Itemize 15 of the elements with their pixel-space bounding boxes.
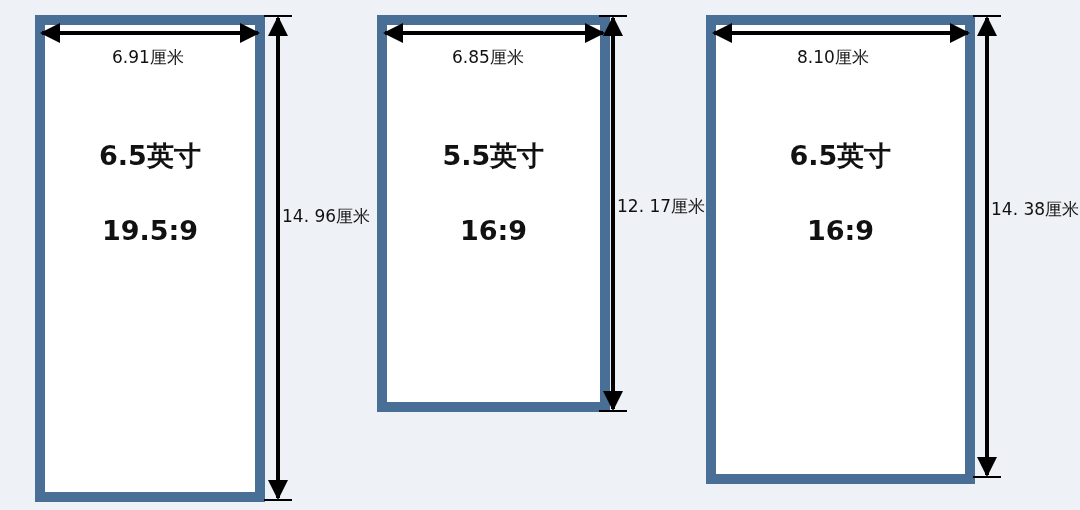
dimension-label: 14. 96厘米 [282, 205, 371, 228]
dimension-label: 14. 38厘米 [991, 198, 1080, 221]
screen-size-text: 5.5英寸 [442, 139, 545, 173]
screen-size-text: 6.5英寸 [789, 139, 892, 173]
dimension-label: 12. 17厘米 [617, 195, 706, 218]
screen-size-text: 6.5英寸 [99, 139, 201, 173]
aspect-ratio-text: 16:9 [459, 215, 528, 246]
aspect-ratio-text: 16:9 [806, 215, 875, 246]
screen-frame [706, 15, 975, 484]
dimension-label: 6.91厘米 [112, 46, 184, 69]
dimension-label: 6.85厘米 [452, 46, 524, 69]
aspect-ratio-text: 19.5:9 [101, 215, 199, 246]
screen-frame [377, 15, 610, 412]
dimension-label: 8.10厘米 [797, 46, 869, 69]
screen-frame [35, 15, 265, 502]
